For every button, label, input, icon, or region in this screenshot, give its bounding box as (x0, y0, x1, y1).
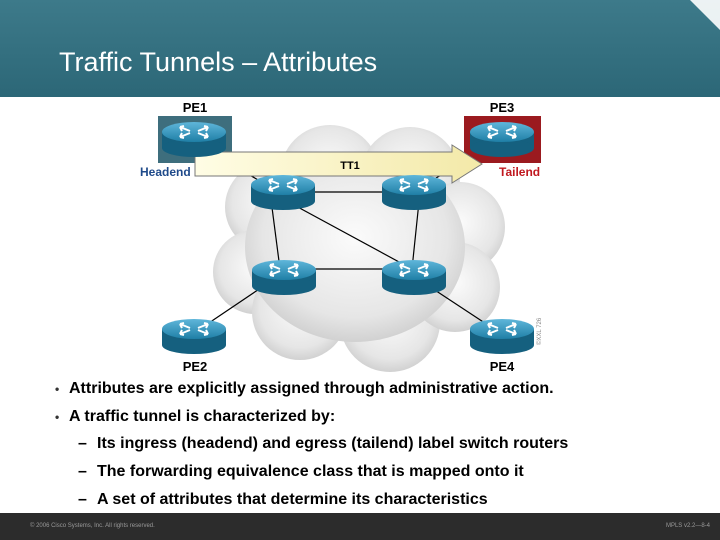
router-p4[interactable] (381, 259, 447, 296)
router-pe1[interactable] (161, 121, 227, 158)
pe1-label: PE1 (183, 100, 208, 115)
tunnel-label: TT1 (340, 160, 360, 172)
router-pe2[interactable] (161, 318, 227, 355)
tunnel-arrow (194, 144, 483, 184)
mpls-diagram: TT1 PE1 PE3 PE2 PE4 Headend Tailend ©XXL… (140, 100, 543, 374)
router-p2[interactable] (381, 174, 447, 211)
router-pe3[interactable] (469, 121, 535, 158)
headend-label: Headend (140, 165, 191, 179)
dash-icon: – (78, 491, 87, 508)
router-pe4[interactable] (469, 318, 535, 355)
slide-title: Traffic Tunnels – Attributes (59, 47, 378, 77)
router-p1[interactable] (250, 174, 316, 211)
corner-decoration (690, 0, 720, 30)
pe2-label: PE2 (183, 359, 208, 374)
slide-footer: © 2006 Cisco Systems, Inc. All rights re… (0, 513, 720, 540)
copyright-text: © 2006 Cisco Systems, Inc. All rights re… (30, 523, 155, 529)
watermark: ©XXL 726 (536, 317, 543, 345)
bullet-dot-icon: • (55, 410, 60, 424)
bullet-dot-icon: • (55, 382, 60, 396)
dash-icon: – (78, 435, 87, 452)
router-p3[interactable] (251, 259, 317, 296)
slide-header: Traffic Tunnels – Attributes (0, 0, 720, 97)
slide-number: MPLS v2.2—8-4 (665, 523, 710, 529)
pe4-label: PE4 (490, 359, 515, 374)
pe3-label: PE3 (490, 100, 515, 115)
tailend-label: Tailend (499, 165, 540, 179)
dash-icon: – (78, 463, 87, 480)
